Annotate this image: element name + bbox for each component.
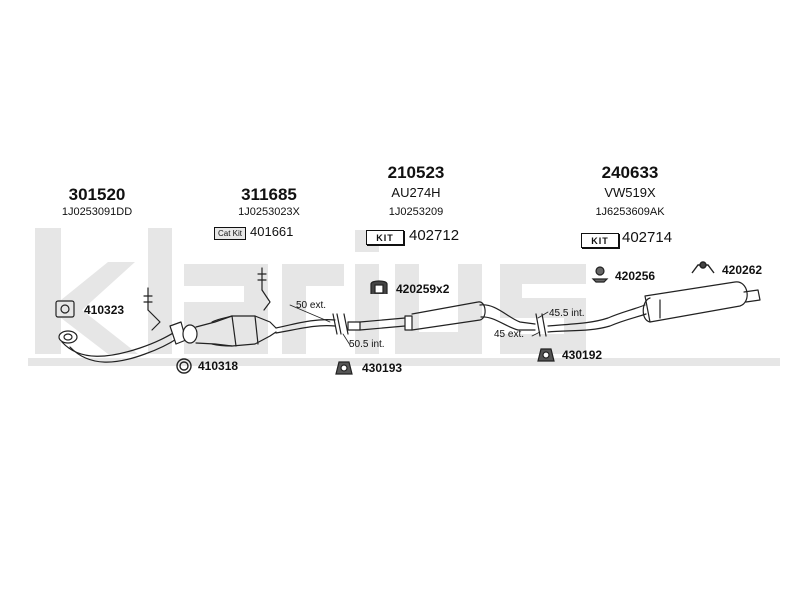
accessory-number: 430193 — [362, 361, 403, 375]
joint-note: 45.5 int. — [549, 308, 585, 319]
accessory-number: 420259x2 — [396, 282, 450, 296]
cat-kit-badge: Cat Kit — [214, 227, 246, 240]
watermark-underline — [28, 358, 780, 366]
rubber-mount-icon — [537, 348, 555, 362]
part-reference: 1J6253609AK — [595, 206, 665, 218]
part-alt-code: AU274H — [391, 185, 441, 200]
accessory-number: 430192 — [562, 348, 603, 362]
kit-number: 402712 — [409, 227, 460, 244]
joint-note: 45 ext. — [494, 329, 525, 340]
sealing-ring-icon — [176, 358, 192, 374]
hanger-bracket-icon — [691, 261, 715, 274]
joint-note: 50 ext. — [296, 300, 327, 311]
kit-number: 401661 — [250, 224, 294, 239]
part-number: 240633 — [601, 163, 659, 182]
rubber-mount-icon — [335, 361, 353, 375]
part-number: 301520 — [68, 185, 126, 204]
centre-pipe-silencer — [347, 301, 536, 331]
accessory-number: 420256 — [615, 269, 656, 283]
kit-number: 402714 — [622, 229, 673, 246]
part-reference: 1J0253023X — [238, 206, 300, 218]
kit-badge: KIT — [366, 230, 404, 245]
part-number: 210523 — [387, 163, 445, 182]
clamp-icon — [370, 280, 388, 294]
bracket-icon — [591, 266, 609, 283]
catalytic-converter — [182, 267, 336, 347]
part-reference: 1J0253209 — [388, 206, 444, 218]
accessory-number: 420262 — [722, 263, 763, 277]
part-reference: 1J0253091DD — [61, 206, 133, 218]
accessory-number: 410318 — [198, 359, 239, 373]
rear-silencer — [547, 281, 761, 333]
part-alt-code: VW519X — [604, 185, 656, 200]
accessory-number: 410323 — [84, 303, 125, 317]
joint-markers — [289, 304, 549, 346]
part-number: 311685 — [241, 185, 297, 204]
kit-badge: KIT — [581, 233, 619, 248]
joint-note: 50.5 int. — [349, 339, 385, 350]
front-pipe — [58, 287, 187, 363]
flange-gasket-icon — [55, 300, 75, 318]
